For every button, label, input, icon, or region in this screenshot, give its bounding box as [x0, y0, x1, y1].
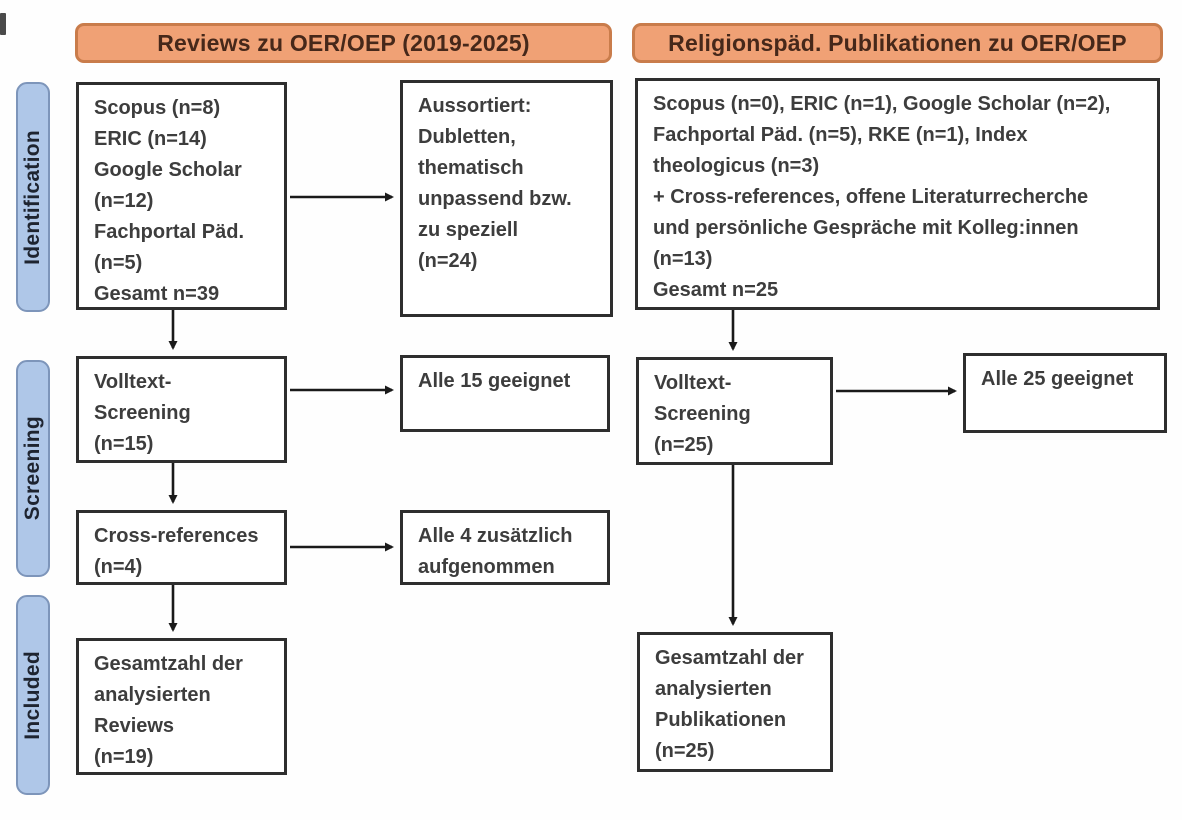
box-left-eligible: Alle 15 geeignet	[400, 355, 610, 432]
box-right-included-total: Gesamtzahl der analysierten Publikatione…	[637, 632, 833, 772]
stage-label-included: Included	[21, 650, 44, 740]
stage-label-screening: Screening	[21, 416, 44, 521]
column-header-religionspaed: Religionspäd. Publikationen zu OER/OEP	[632, 23, 1163, 63]
box-right-fulltext-screening: Volltext- Screening (n=25)	[636, 357, 833, 465]
column-header-reviews: Reviews zu OER/OEP (2019-2025)	[75, 23, 612, 63]
stage-bar-screening: Screening	[16, 360, 50, 577]
box-left-cross-references: Cross-references (n=4)	[76, 510, 287, 585]
box-left-included-total: Gesamtzahl der analysierten Reviews (n=1…	[76, 638, 287, 775]
box-left-sources: Scopus (n=8) ERIC (n=14) Google Scholar …	[76, 82, 287, 310]
box-left-added: Alle 4 zusätzlich aufgenommen	[400, 510, 610, 585]
box-left-fulltext-screening: Volltext- Screening (n=15)	[76, 356, 287, 463]
box-left-excluded: Aussortiert: Dubletten, thematisch unpas…	[400, 80, 613, 317]
stage-label-identification: Identification	[21, 129, 44, 265]
stage-bar-included: Included	[16, 595, 50, 795]
stage-bar-identification: Identification	[16, 82, 50, 312]
box-right-eligible: Alle 25 geeignet	[963, 353, 1167, 433]
box-right-sources: Scopus (n=0), ERIC (n=1), Google Scholar…	[635, 78, 1160, 310]
scan-artifact	[0, 13, 6, 35]
